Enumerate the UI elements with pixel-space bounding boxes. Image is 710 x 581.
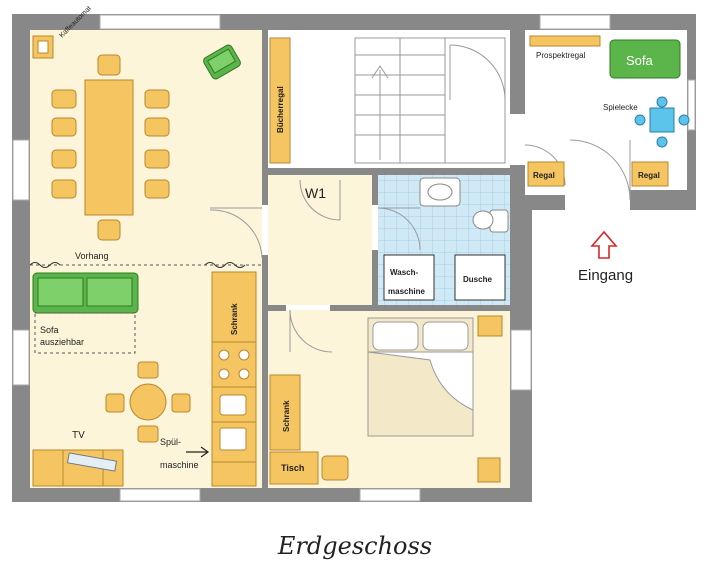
- plan-title: Erdgeschoss: [277, 532, 433, 560]
- label-sofa-2: ausziehbar: [40, 337, 84, 347]
- windows: [12, 14, 696, 502]
- sofa-green: [32, 272, 139, 354]
- stove-icon: [218, 349, 250, 380]
- hall-furniture: [269, 37, 291, 164]
- desk: [269, 451, 319, 485]
- label-regal-left: Regal: [533, 171, 555, 180]
- up-arrow-icon: [590, 230, 618, 259]
- label-w1: W1: [305, 185, 326, 201]
- sink-icon: [219, 394, 247, 451]
- label-vorhang: Vorhang: [75, 251, 109, 261]
- label-sofa-entrance: Sofa: [626, 53, 654, 68]
- right-arrow-icon: [186, 446, 210, 458]
- hall-floor: [268, 175, 372, 305]
- entrance-sofa: [609, 39, 681, 79]
- label-spuel-2: maschine: [160, 460, 199, 470]
- staircase: [354, 37, 506, 164]
- label-regal-right: Regal: [638, 171, 660, 180]
- shelf-left: [527, 161, 565, 187]
- label-wasch-2: maschine: [388, 287, 425, 296]
- label-eingang: Eingang: [578, 267, 633, 284]
- label-buecherregal: Bücherregal: [276, 86, 285, 133]
- label-schrank-kitchen: Schrank: [230, 303, 239, 335]
- labels: Kaffeautomat Vorhang Sofa ausziehbar TV …: [40, 5, 660, 473]
- label-spielecke: Spielecke: [603, 103, 638, 112]
- dining-table: [84, 79, 134, 216]
- label-tisch: Tisch: [281, 463, 304, 473]
- brochure-rack: [529, 35, 601, 47]
- label-schrank-bedroom: Schrank: [282, 400, 291, 432]
- entrance-furniture: [527, 35, 690, 187]
- label-tv: TV: [72, 430, 85, 441]
- armchair-icon: [203, 44, 241, 80]
- tv-icon: [66, 452, 118, 472]
- kitchen-counter: [211, 271, 257, 487]
- shelf-right: [631, 161, 669, 187]
- shower: [454, 254, 506, 301]
- label-prospektregal: Prospektregal: [536, 51, 586, 60]
- label-spuel-1: Spül-: [160, 437, 181, 447]
- bedroom-furniture: [269, 315, 503, 485]
- label-wasch-1: Wasch-: [390, 268, 418, 277]
- washing-machine: [383, 254, 435, 301]
- bookshelf: [269, 37, 291, 164]
- round-table-set: [105, 361, 191, 443]
- label-dusche: Dusche: [463, 275, 492, 284]
- bathroom-fixtures: [383, 177, 509, 301]
- dining-chairs: [51, 54, 170, 241]
- doors: [209, 139, 631, 353]
- living-room-furniture: [29, 35, 262, 487]
- label-sofa-1: Sofa: [40, 325, 59, 335]
- desk-chair: [321, 455, 349, 481]
- wardrobe: [269, 374, 301, 451]
